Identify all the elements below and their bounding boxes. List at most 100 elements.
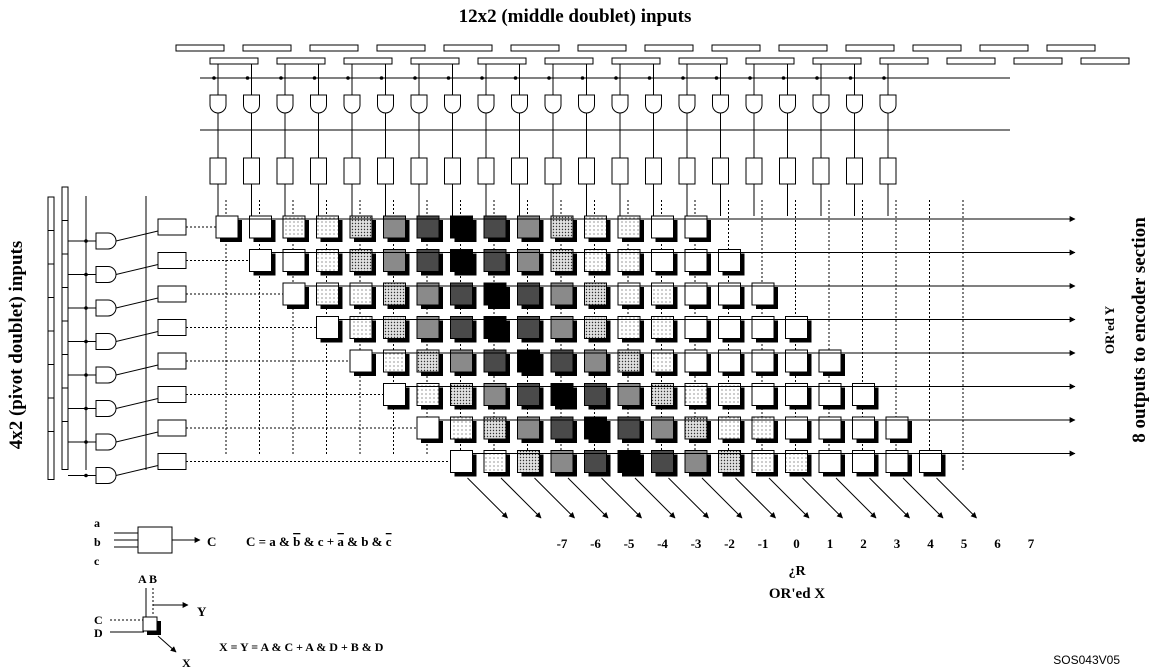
and-gate-icon: [410, 94, 428, 114]
legend-cell-inputs-ab: A B: [138, 572, 157, 586]
coincidence-cell: [450, 215, 473, 239]
coincidence-cell: [349, 316, 373, 339]
coincidence-cell: [718, 416, 741, 440]
and-gate-icon: [544, 94, 562, 114]
coincidence-cell: [550, 316, 574, 339]
x-output-label: 7: [1028, 536, 1035, 551]
top-input-bar-lower: [209, 57, 259, 65]
x-output-label: -6: [590, 536, 601, 551]
coincidence-cell: [751, 316, 775, 339]
coincidence-cell: [416, 249, 440, 272]
coincidence-cell: [684, 349, 708, 373]
and-gate-icon: [444, 94, 461, 114]
ored-x-outputs: [467, 477, 977, 519]
coincidence-cell: [349, 249, 373, 272]
coincidence-cell: [517, 383, 540, 406]
coincidence-cell: [684, 450, 708, 473]
and-gate-icon: [310, 94, 327, 114]
ored-x-output-arrow: [835, 477, 877, 519]
ored-y-outputs: [238, 216, 1076, 457]
coincidence-cell: [651, 383, 674, 406]
top-input-bar: [443, 44, 493, 52]
coincidence-cell: [718, 316, 741, 339]
coincidence-cell: [651, 416, 674, 440]
top-logic-box: [377, 157, 394, 185]
coincidence-cell: [584, 215, 607, 239]
coincidence-cell: [316, 249, 339, 272]
coincidence-cell: [617, 249, 641, 272]
and-gate-icon: [745, 94, 763, 114]
coincidence-cell: [383, 215, 406, 239]
x-output-label: -4: [657, 536, 668, 551]
coincidence-cell: [517, 349, 540, 373]
coincidence-cell: [818, 416, 842, 440]
coincidence-cell: [517, 282, 540, 306]
coincidence-cell: [617, 416, 641, 440]
top-logic-box: [410, 157, 428, 185]
x-output-label: -7: [557, 536, 568, 551]
middle-doublet-inputs: [175, 44, 1130, 216]
coincidence-cell: [651, 450, 674, 473]
ored-x-output-arrow: [500, 477, 542, 519]
top-logic-box: [846, 157, 863, 185]
coincidence-cell: [349, 215, 373, 239]
top-logic-box: [276, 157, 294, 185]
top-input-bar-lower: [1080, 57, 1130, 65]
coincidence-cell: [751, 383, 775, 406]
top-input-bar-lower: [343, 57, 393, 65]
coincidence-cell: [483, 349, 507, 373]
coincidence-cell: [584, 450, 607, 473]
and-gate-icon: [95, 299, 117, 317]
coincidence-cell: [349, 349, 373, 373]
coincidence-cell: [584, 383, 607, 406]
coincidence-cell: [751, 282, 775, 306]
coincidence-cell: [416, 316, 440, 339]
figure-id: SOS043V05: [1053, 653, 1120, 667]
coincidence-cell: [852, 450, 875, 473]
coincidence-cell: [517, 416, 540, 440]
legend-gate-output: C: [207, 534, 216, 549]
coincidence-cell: [684, 416, 708, 440]
coincidence-cell: [383, 349, 406, 373]
ored-x-output-arrow: [668, 477, 709, 519]
coincidence-cell: [517, 215, 540, 239]
coincidence-cell: [215, 215, 239, 239]
coincidence-cell: [416, 416, 440, 440]
coincidence-cell: [450, 316, 473, 339]
ored-x-output-arrow: [601, 477, 642, 519]
and-gate-icon: [95, 232, 117, 250]
coincidence-cell: [517, 249, 540, 272]
coincidence-cell: [718, 383, 741, 406]
coincidence-cell: [651, 282, 674, 306]
top-logic-box: [712, 157, 729, 185]
coincidence-cell: [383, 249, 406, 272]
left-logic-box: [157, 386, 187, 403]
coincidence-cell: [483, 450, 507, 473]
top-logic-box: [578, 157, 595, 185]
coincidence-cell: [684, 249, 708, 272]
right-title: 8 outputs to encoder section: [1129, 217, 1150, 443]
top-logic-box: [812, 157, 830, 185]
coincidence-cell: [584, 349, 607, 373]
top-input-bar: [309, 44, 359, 52]
ored-x-output-arrow: [802, 477, 843, 519]
ored-x-output-arrow: [634, 477, 676, 519]
coincidence-cell: [751, 416, 775, 440]
coincidence-cell: [785, 349, 808, 373]
coincidence-cell: [550, 349, 574, 373]
and-gate-icon: [95, 366, 117, 384]
coincidence-cell: [416, 282, 440, 306]
top-input-bar-lower: [678, 57, 728, 65]
top-input-bar: [845, 44, 895, 52]
coincidence-cell: [885, 450, 909, 473]
top-input-bar-lower: [276, 57, 326, 65]
coincidence-cell: [785, 316, 808, 339]
coincidence-cell: [550, 249, 574, 272]
and-gate-icon: [95, 467, 117, 484]
x-output-label: 0: [793, 536, 800, 551]
coincidence-cell: [785, 416, 808, 440]
and-gate-icon: [678, 94, 696, 114]
left-logic-box: [157, 218, 187, 236]
